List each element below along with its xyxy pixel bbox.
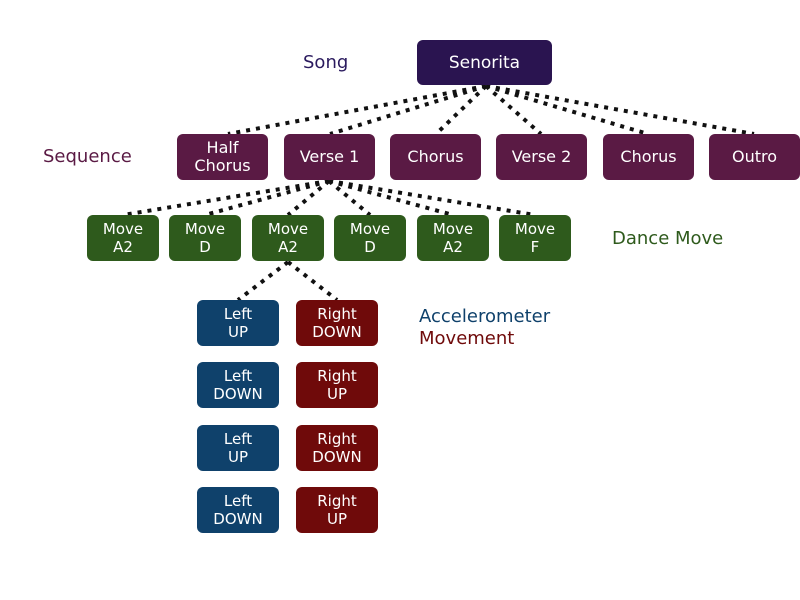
dotted-connector xyxy=(204,179,330,217)
dance-move-node: Move A2 xyxy=(87,215,159,261)
dotted-connector xyxy=(434,84,488,136)
dotted-connector xyxy=(122,179,330,217)
dance-move-node: Move D xyxy=(334,215,406,261)
left-movement-node: Left UP xyxy=(197,425,279,471)
dance-move-node: Move A2 xyxy=(252,215,324,261)
dotted-connector xyxy=(329,84,487,136)
sequence-level-label: Sequence xyxy=(43,146,132,167)
right-movement-node: Right DOWN xyxy=(296,425,378,471)
sequence-node-verse-1: Verse 1 xyxy=(284,134,375,180)
sequence-node-chorus: Chorus xyxy=(390,134,481,180)
left-movement-node: Left DOWN xyxy=(197,362,279,408)
song-level-label: Song xyxy=(303,52,349,73)
left-movement-node: Left UP xyxy=(197,300,279,346)
dotted-connector xyxy=(227,84,487,136)
song-node: Senorita xyxy=(417,40,552,85)
dance-move-node: Move D xyxy=(169,215,241,261)
left-movement-node: Left DOWN xyxy=(197,487,279,533)
right-movement-node: Right UP xyxy=(296,487,378,533)
dotted-connector xyxy=(236,260,290,302)
accelerometer-level-label: Accelerometer xyxy=(419,306,551,327)
sequence-node-verse-2: Verse 2 xyxy=(496,134,587,180)
sequence-node-half-chorus: Half Chorus xyxy=(177,134,268,180)
sequence-node-chorus: Chorus xyxy=(603,134,694,180)
dance-move-node: Move A2 xyxy=(417,215,489,261)
dotted-connector xyxy=(286,260,339,302)
dotted-connector xyxy=(485,84,649,136)
dotted-connector xyxy=(328,179,454,217)
right-movement-node: Right DOWN xyxy=(296,300,378,346)
movement-level-label: Movement xyxy=(419,328,515,349)
dance-move-level-label: Dance Move xyxy=(612,228,724,249)
dotted-connector xyxy=(484,84,543,136)
dance-move-node: Move F xyxy=(499,215,571,261)
sequence-node-outro: Outro xyxy=(709,134,800,180)
right-movement-node: Right UP xyxy=(296,362,378,408)
dotted-connector xyxy=(328,179,536,217)
